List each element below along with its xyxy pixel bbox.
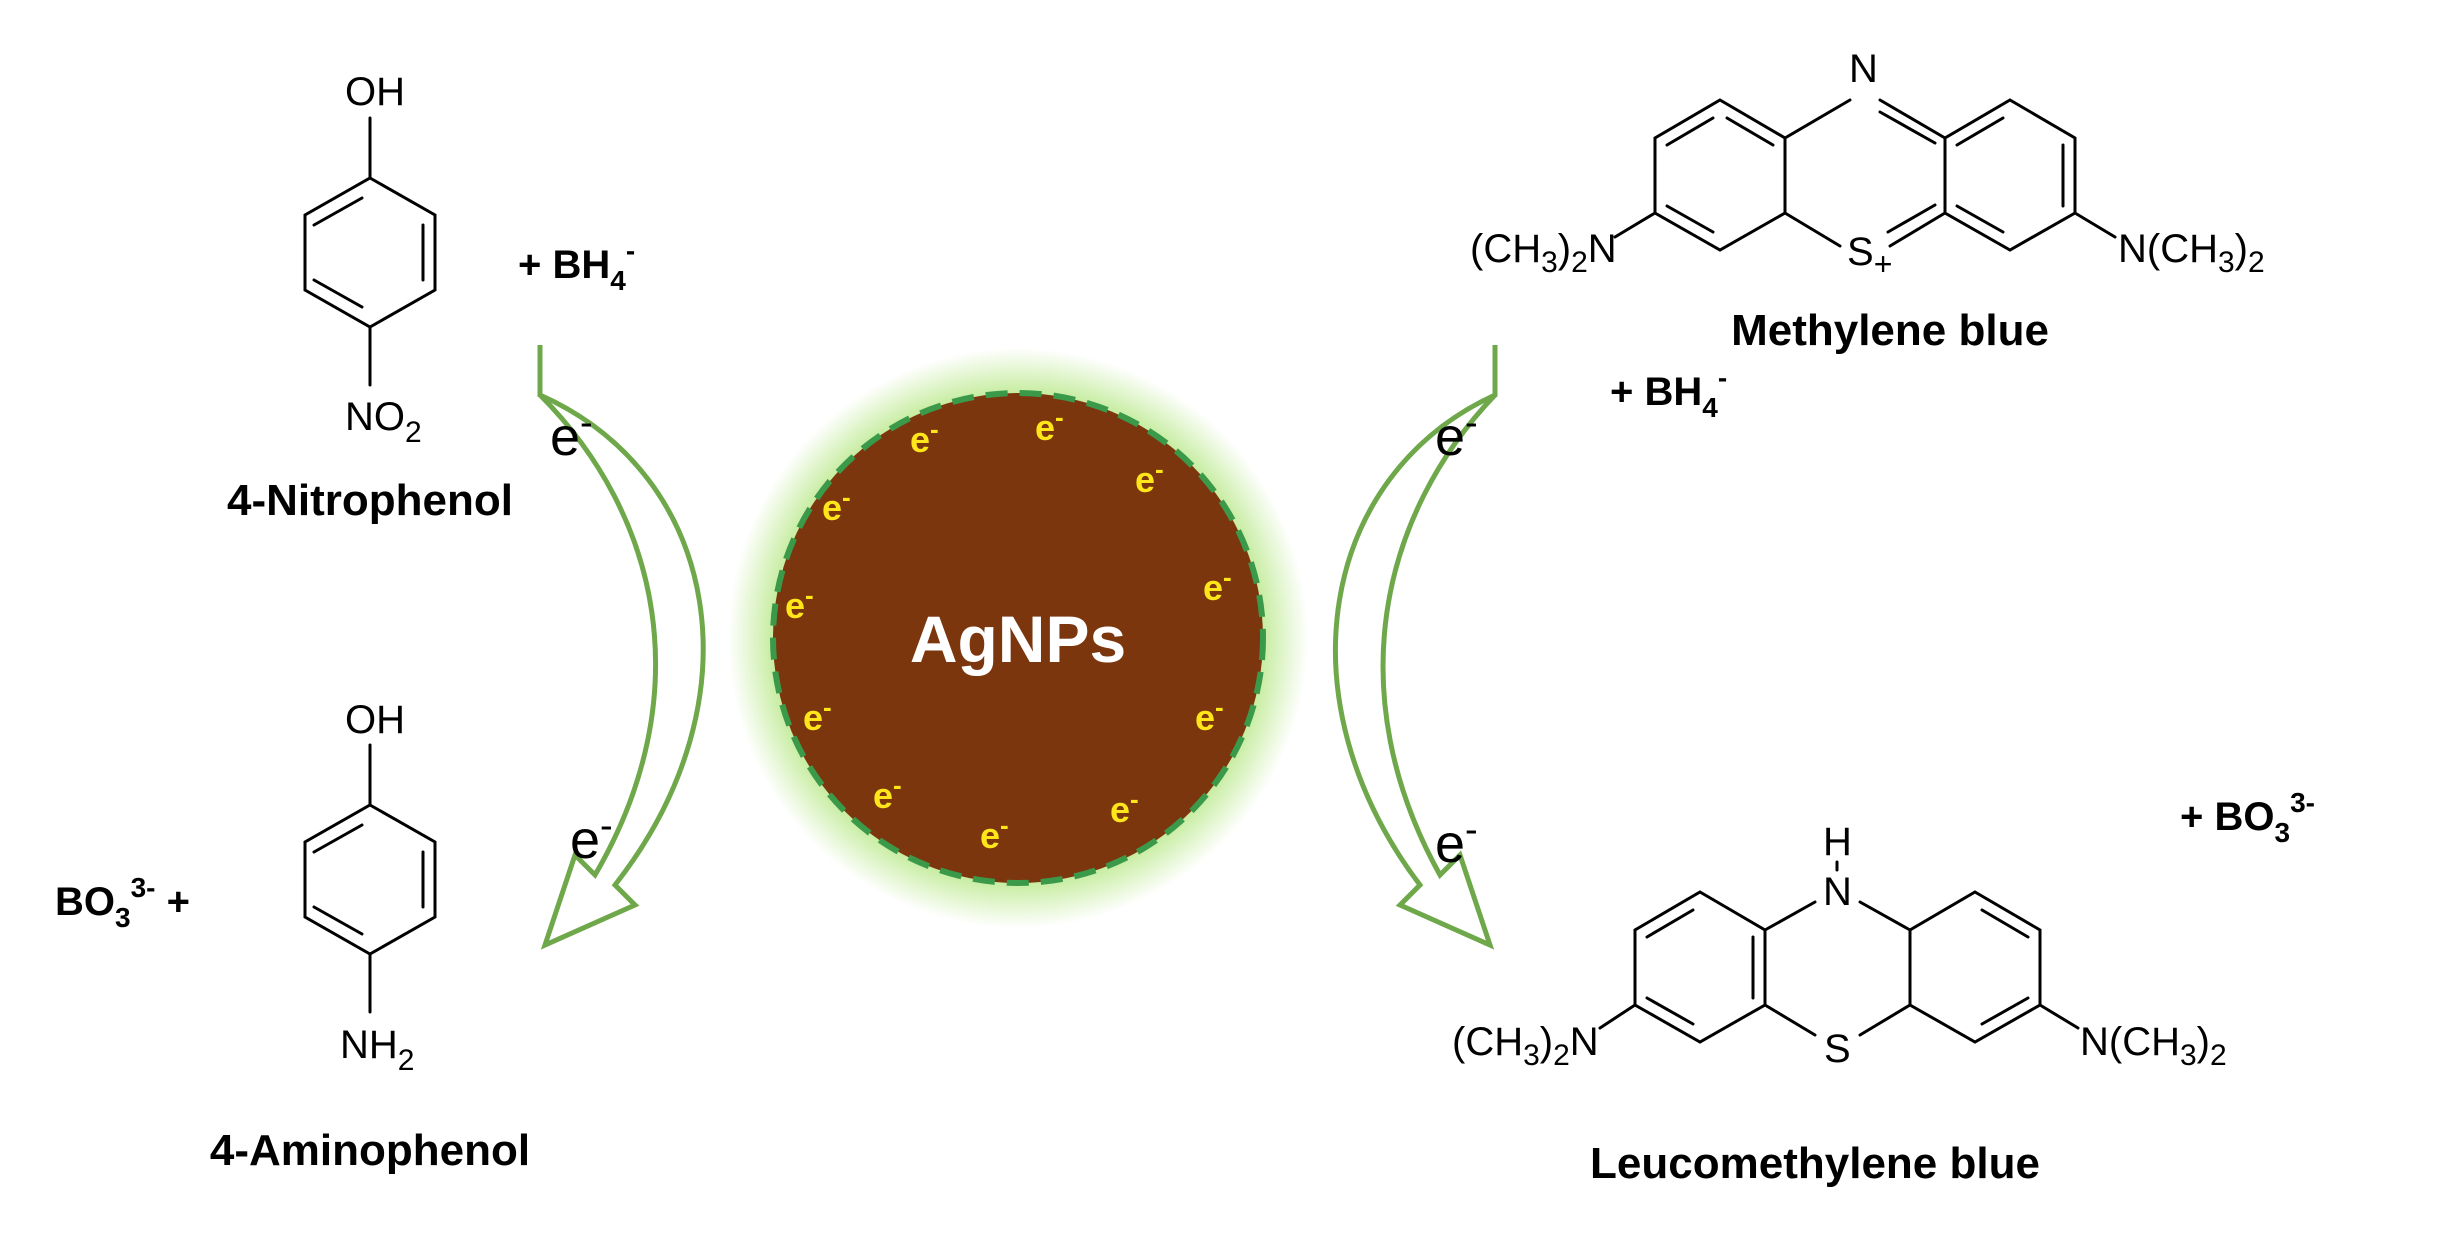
nitrophenol-structure: OH NO2 <box>303 70 437 449</box>
electron-on-particle: e- <box>803 692 832 738</box>
bo3-left: BO33- + <box>55 872 190 933</box>
electron-label-right-top: e- <box>1435 402 1478 467</box>
electron-on-particle: e- <box>1195 692 1224 738</box>
mb-n-top: N <box>1849 47 1878 91</box>
electron-label-left-bottom: e- <box>570 805 613 870</box>
lmb-amine-left: (CH3)2N <box>1452 1020 1599 1072</box>
lmb-s: S <box>1824 1027 1851 1071</box>
electron-on-particle: e- <box>1135 454 1164 500</box>
lmb-h: H <box>1823 820 1852 864</box>
electron-on-particle: e- <box>1035 402 1064 448</box>
leucomethylene-blue-structure: H N S <box>1598 820 2080 1071</box>
leucomethylene-blue-name: Leucomethylene blue <box>1590 1139 2040 1188</box>
particle-core <box>770 390 1266 886</box>
electron-label-left-top: e- <box>550 402 593 467</box>
arrow-right <box>1333 345 1498 950</box>
aminophenol-name: 4-Aminophenol <box>210 1126 530 1175</box>
mb-s: S+ <box>1847 230 1892 282</box>
electron-on-particle: e- <box>910 414 939 460</box>
agnp-label: AgNPs <box>910 602 1126 676</box>
nitrophenol-no2: NO2 <box>345 395 422 449</box>
electron-on-particle: e- <box>785 580 814 626</box>
bo3-right: + BO33- <box>2180 787 2315 848</box>
agnp-particle: AgNPs <box>728 348 1308 928</box>
electron-on-particle: e- <box>822 482 851 528</box>
electron-on-particle: e- <box>980 810 1009 856</box>
bh4-right: + BH4- <box>1610 362 1727 423</box>
electron-on-particle: e- <box>873 770 902 816</box>
particle-electrons: e- e- e- e- e- e- e- e- e- e- e- <box>785 402 1232 856</box>
electron-on-particle: e- <box>1110 784 1139 830</box>
mb-amine-left: (CH3)2N <box>1470 227 1617 279</box>
aminophenol-oh: OH <box>345 698 405 742</box>
arrow-left <box>537 345 706 950</box>
methylene-blue-structure: N S+ <box>1613 47 2117 282</box>
nitrophenol-oh: OH <box>345 70 405 114</box>
methylene-blue-name: Methylene blue <box>1731 306 2049 355</box>
lmb-amine-right: N(CH3)2 <box>2080 1020 2227 1072</box>
electron-on-particle: e- <box>1203 562 1232 608</box>
lmb-n: N <box>1823 870 1852 914</box>
mb-amine-right: N(CH3)2 <box>2118 227 2265 279</box>
aminophenol-nh2: NH2 <box>340 1023 414 1077</box>
electron-label-right-bottom: e- <box>1435 809 1478 874</box>
bh4-left: + BH4- <box>518 235 635 296</box>
nitrophenol-name: 4-Nitrophenol <box>227 476 513 525</box>
aminophenol-structure: OH NH2 <box>303 698 437 1077</box>
